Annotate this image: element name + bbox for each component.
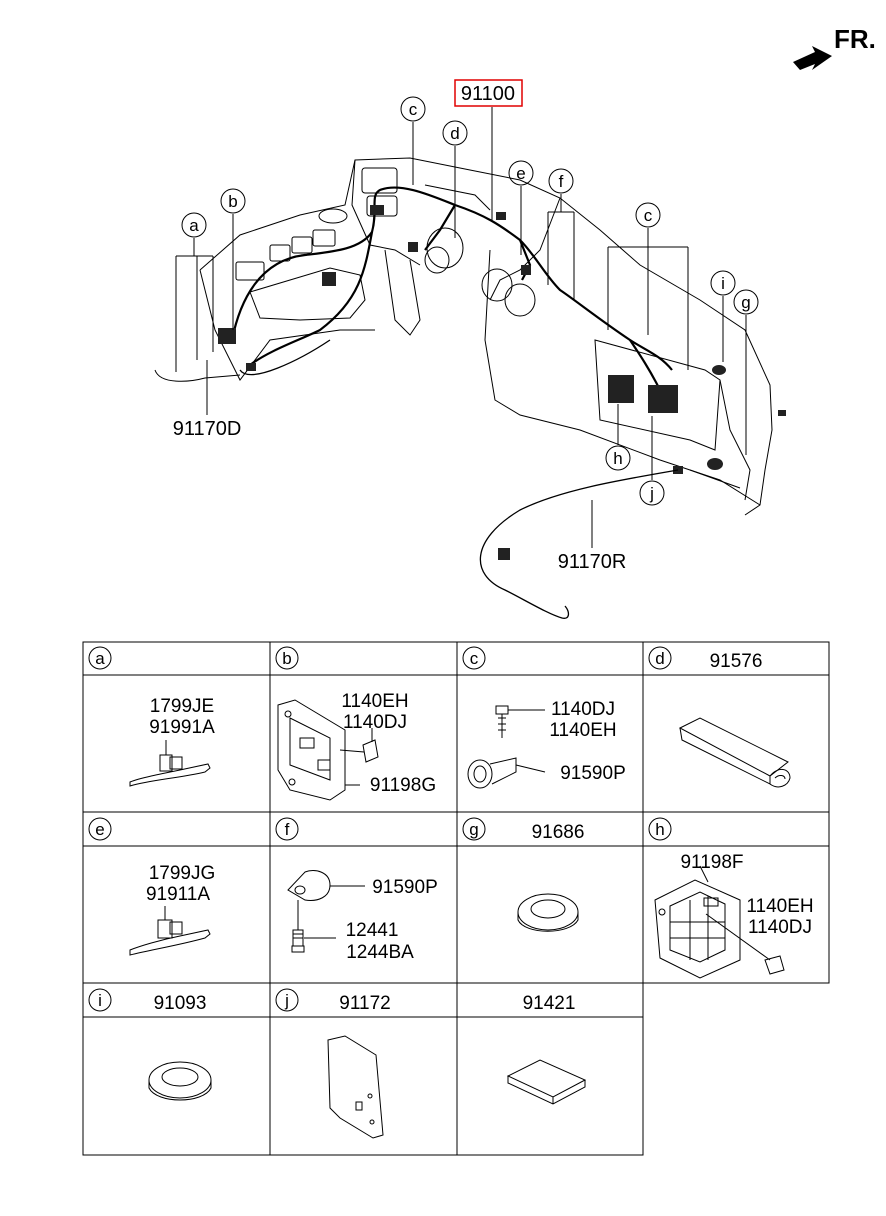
cell-j-letter: j	[275, 988, 299, 1012]
harness-left-label[interactable]: 91170D	[173, 418, 242, 440]
clip-bolt-icon	[467, 705, 546, 789]
front-arrow-icon	[793, 46, 832, 70]
callout-leaders	[175, 107, 747, 548]
callout-circles: a b c d e f c i g h j	[181, 96, 759, 506]
cell-f-part-3[interactable]: 1244BA	[346, 942, 414, 963]
cell-j-part[interactable]: 91172	[339, 993, 390, 1014]
cell-f-content: 91590P 12441 1244BA	[287, 870, 438, 963]
clamp-icon	[287, 870, 365, 953]
svg-text:j: j	[649, 484, 654, 503]
svg-text:d: d	[450, 124, 459, 143]
sleeve-icon	[678, 717, 791, 788]
callout-g[interactable]: g	[733, 289, 759, 315]
cell-c-part-1[interactable]: 1140DJ	[551, 699, 615, 720]
cell-f-letter: f	[275, 817, 299, 841]
main-part-callout[interactable]: 91100	[454, 79, 523, 107]
svg-text:c: c	[644, 206, 653, 225]
callout-c-right[interactable]: c	[635, 202, 661, 228]
svg-text:g: g	[469, 820, 478, 839]
cell-a-content: 1799JE 91991A	[129, 696, 215, 787]
svg-text:h: h	[613, 449, 622, 468]
grommet-icon-2	[148, 1061, 212, 1101]
cell-a-part-1[interactable]: 1799JE	[150, 696, 214, 717]
svg-text:b: b	[228, 192, 237, 211]
front-direction-indicator: FR.	[793, 24, 876, 70]
svg-text:a: a	[95, 649, 105, 668]
cell-c-content: 1140DJ 1140EH 91590P	[467, 699, 626, 789]
pad-icon	[506, 1059, 587, 1105]
dashboard-illustration	[154, 157, 786, 619]
main-part-highlight-box	[454, 79, 523, 107]
cell-b-part-3[interactable]: 91198G	[370, 775, 436, 796]
cell-h-part-2[interactable]: 1140EH	[746, 896, 813, 917]
cell-e-part-2[interactable]: 91911A	[146, 884, 210, 905]
svg-text:e: e	[516, 164, 525, 183]
main-part-number: 91100	[461, 83, 515, 105]
cell-c-part-2[interactable]: 1140EH	[549, 720, 616, 741]
cable-tie-icon	[129, 740, 211, 787]
svg-text:a: a	[189, 216, 199, 235]
grommet-icon	[517, 893, 579, 932]
callout-b[interactable]: b	[220, 188, 246, 214]
cell-g-content	[517, 893, 579, 932]
cell-d-letter: d	[648, 646, 672, 670]
cell-k-content	[506, 1059, 587, 1105]
cell-b-part-2[interactable]: 1140DJ	[343, 712, 407, 733]
cell-i-content	[148, 1061, 212, 1101]
cell-b-letter: b	[275, 646, 299, 670]
bracket-icon	[277, 699, 379, 801]
svg-text:d: d	[655, 649, 664, 668]
harness-right-label[interactable]: 91170R	[558, 551, 627, 573]
svg-text:f: f	[285, 820, 290, 839]
svg-text:b: b	[282, 649, 291, 668]
parts-table	[82, 641, 830, 1156]
callout-h[interactable]: h	[605, 445, 631, 471]
callout-f[interactable]: f	[548, 168, 574, 194]
svg-text:i: i	[721, 274, 725, 293]
cell-k-part[interactable]: 91421	[523, 993, 576, 1014]
cable-tie-icon-2	[129, 906, 211, 956]
cell-e-letter: e	[88, 817, 112, 841]
plate-icon	[327, 1035, 384, 1139]
cell-b-content: 1140EH 1140DJ 91198G	[277, 691, 436, 801]
cell-c-part-3[interactable]: 91590P	[560, 763, 626, 784]
cell-j-content	[327, 1035, 384, 1139]
cell-i-part[interactable]: 91093	[154, 993, 207, 1014]
cell-e-part-1[interactable]: 1799JG	[149, 863, 216, 884]
cell-h-part-3[interactable]: 1140DJ	[748, 917, 812, 938]
svg-text:g: g	[741, 293, 750, 312]
cell-i-letter: i	[88, 988, 112, 1012]
cell-e-content: 1799JG 91911A	[129, 863, 216, 956]
relay-bracket-icon	[654, 865, 785, 979]
cell-h-part-1[interactable]: 91198F	[680, 852, 743, 873]
cell-a-letter: a	[88, 646, 112, 670]
callout-d[interactable]: d	[442, 120, 468, 146]
svg-text:e: e	[95, 820, 104, 839]
svg-text:f: f	[559, 172, 564, 191]
callout-j[interactable]: j	[639, 480, 665, 506]
cell-b-part-1[interactable]: 1140EH	[341, 691, 408, 712]
svg-text:i: i	[98, 991, 102, 1010]
svg-text:c: c	[409, 100, 418, 119]
cell-d-part[interactable]: 91576	[710, 651, 763, 672]
svg-text:c: c	[470, 649, 479, 668]
svg-text:h: h	[655, 820, 664, 839]
cell-c-letter: c	[462, 646, 486, 670]
cell-d-content	[678, 717, 791, 788]
cell-f-part-2[interactable]: 12441	[346, 920, 399, 941]
svg-text:j: j	[284, 991, 289, 1010]
cell-h-content: 91198F 1140EH 1140DJ	[654, 852, 814, 979]
callout-e[interactable]: e	[508, 160, 534, 186]
cell-a-part-2[interactable]: 91991A	[149, 717, 215, 738]
cell-g-part[interactable]: 91686	[532, 822, 585, 843]
front-label: FR.	[834, 24, 876, 54]
cell-h-letter: h	[648, 817, 672, 841]
cell-f-part-1[interactable]: 91590P	[372, 877, 438, 898]
callout-c-left[interactable]: c	[400, 96, 426, 122]
callout-i[interactable]: i	[710, 270, 736, 296]
callout-a[interactable]: a	[181, 212, 207, 238]
cell-g-letter: g	[462, 817, 486, 841]
cell-letters: a b c d e f g h i j	[88, 646, 672, 1012]
